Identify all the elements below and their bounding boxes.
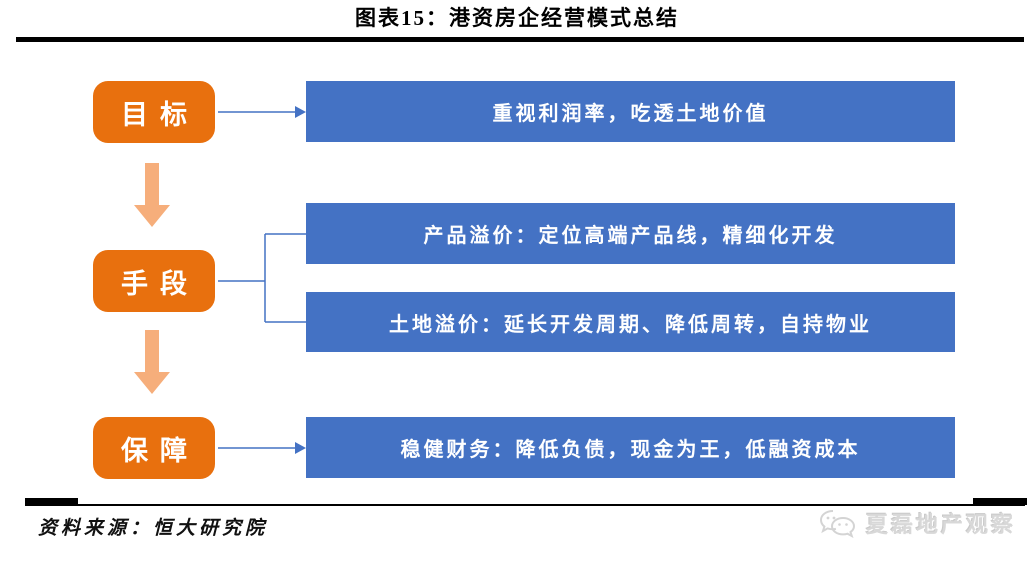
output-text-land-premium: 土地溢价：延长开发周期、降低周转，自持物业 — [389, 313, 872, 336]
arrow-goal-to-output — [218, 106, 306, 118]
output-bar-means-product-premium: 产品溢价：定位高端产品线，精细化开发 — [306, 203, 955, 264]
down-arrow-goal-to-means — [134, 163, 170, 227]
figure-title: 图表15：港资房企经营模式总结 — [355, 6, 679, 30]
stage-label-means: 手段 — [121, 268, 199, 299]
output-bar-goal: 重视利润率，吃透土地价值 — [306, 81, 955, 142]
output-text-guarantee: 稳健财务：降低负债，现金为王，低融资成本 — [400, 439, 861, 461]
stage-label-goal: 目标 — [121, 99, 199, 130]
watermark-brand: 夏磊地产观察 — [817, 507, 1016, 539]
output-bar-guarantee: 稳健财务：降低负债，现金为王，低融资成本 — [306, 417, 955, 478]
wechat-chat-bubbles-icon — [819, 510, 855, 538]
down-arrow-means-to-guarantee — [134, 330, 170, 394]
bracket-means-to-outputs — [218, 233, 306, 323]
top-divider — [16, 37, 1024, 42]
output-bar-means-land-premium: 土地溢价：延长开发周期、降低周转，自持物业 — [306, 292, 955, 352]
bottom-divider — [25, 504, 1025, 506]
watermark-text: 夏磊地产观察 — [865, 512, 1016, 537]
bottom-divider-right-cap — [973, 498, 1027, 505]
stage-box-means: 手段 — [93, 250, 215, 312]
output-text-product-premium: 产品溢价：定位高端产品线，精细化开发 — [423, 225, 838, 247]
arrow-guarantee-to-output — [218, 442, 306, 454]
stage-box-goal: 目标 — [93, 81, 215, 143]
source-note: 资料来源：恒大研究院 — [38, 518, 269, 539]
bottom-divider-left-cap — [25, 498, 78, 505]
stage-box-guarantee: 保障 — [93, 417, 215, 479]
output-text-goal: 重视利润率，吃透土地价值 — [492, 103, 769, 125]
stage-label-guarantee: 保障 — [121, 435, 199, 466]
